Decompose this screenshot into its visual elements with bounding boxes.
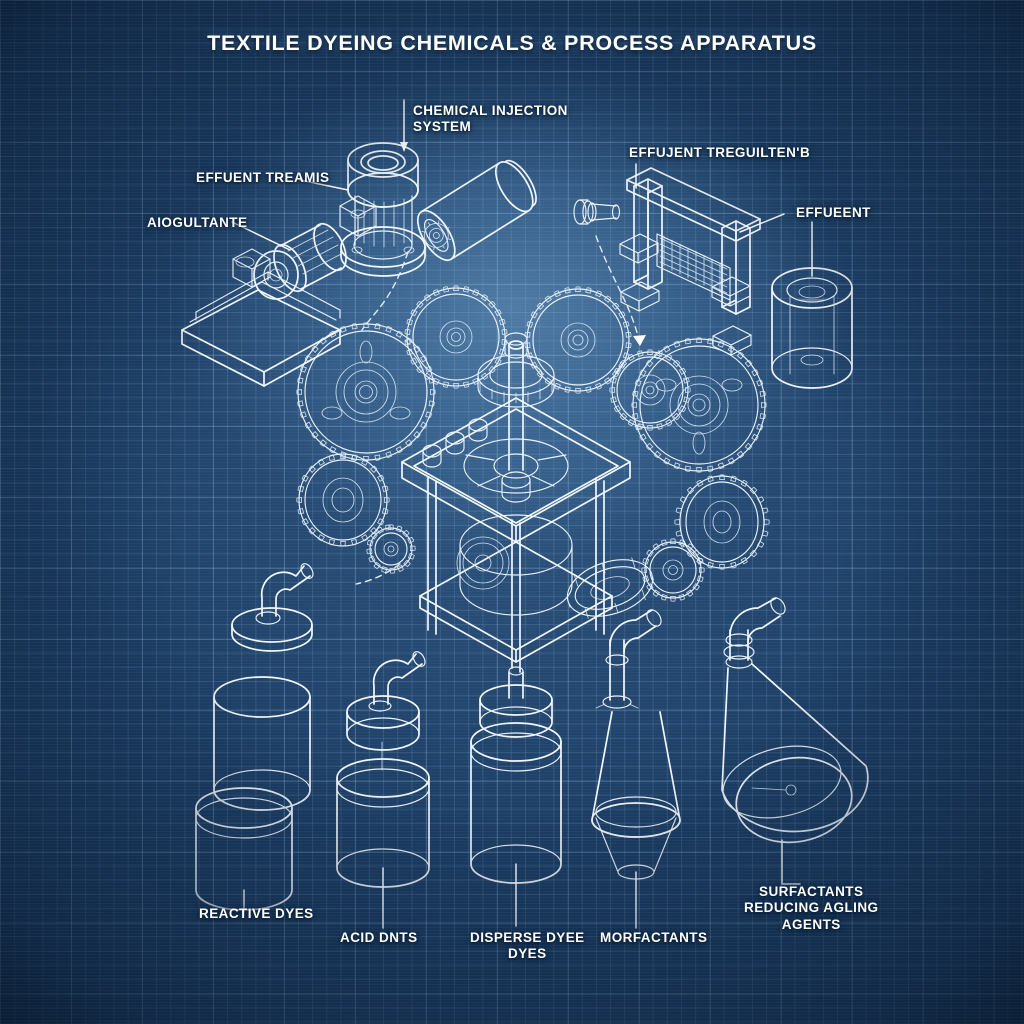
page-title: TEXTILE DYEING CHEMICALS & PROCESS APPAR… — [207, 31, 817, 55]
